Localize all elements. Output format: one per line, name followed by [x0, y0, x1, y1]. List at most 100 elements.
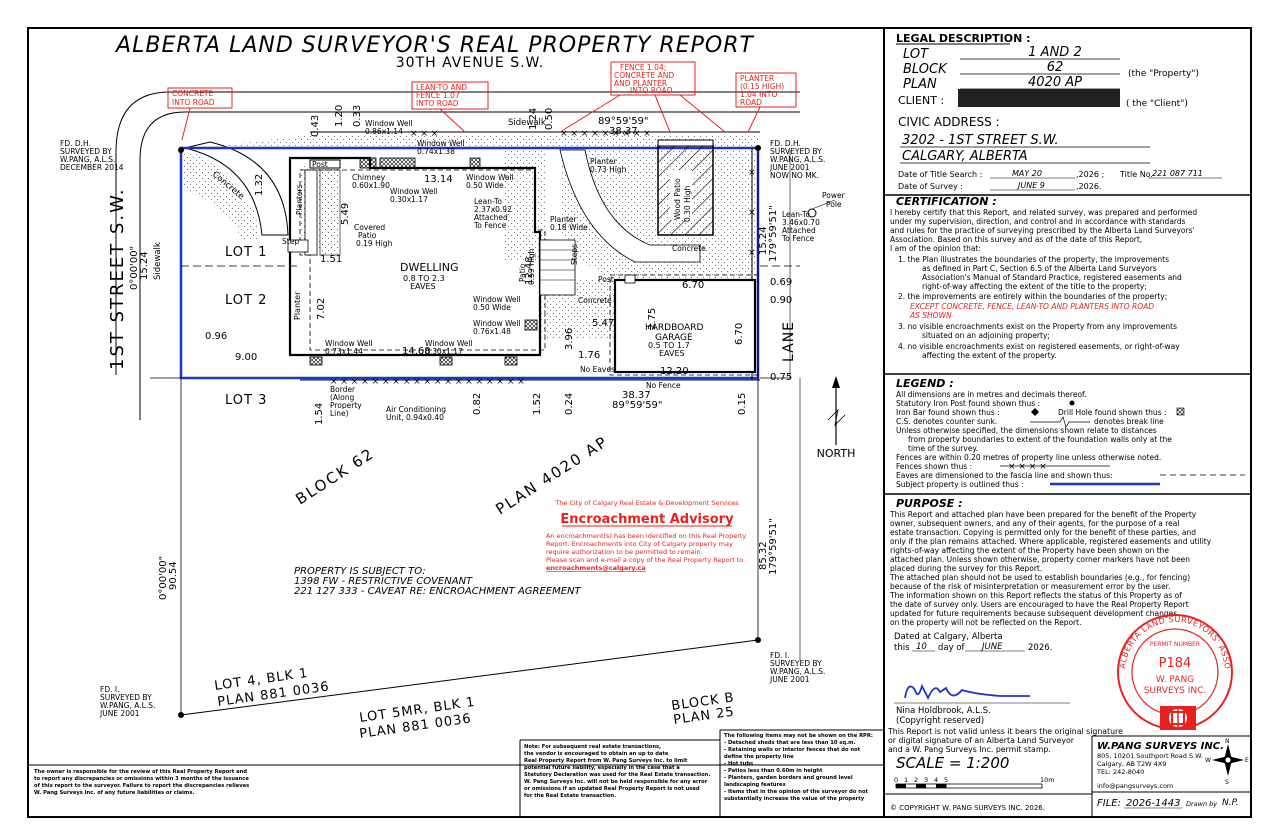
company-email[interactable]: info@pangsurveys.com [1097, 782, 1173, 790]
cert-1-line-2: as defined in Part C, Section 6.5 of the… [922, 264, 1157, 273]
title-search-date: MAY 20 [1012, 169, 1042, 178]
subseq-note-7: or omissions if an updated Real Property… [524, 786, 700, 792]
dated-year: 2026. [1028, 643, 1052, 653]
legend-line-4: Drill Hole found shown thus : [1058, 408, 1166, 417]
dwelling-label: DWELLING [400, 261, 459, 274]
callout-leanto-1: LEAN-TO AND [416, 83, 467, 92]
right-distance: 15.24 [758, 226, 769, 255]
advisory-org: The City of Calgary Real Estate & Develo… [554, 499, 739, 507]
drawn-by-label: Drawn by [1186, 800, 1217, 808]
svg-text:× × × × × × × × ×: × × × × × × × × × [560, 129, 651, 139]
road-edge-sidewalk [139, 111, 800, 375]
purpose-line-5: rights-of-way affecting the extent of th… [890, 546, 1169, 555]
lot-left-distance: 90.54 [168, 561, 179, 590]
dwelling-eaves-range: 0.8 TO 2.3 [403, 274, 445, 283]
file-label: FILE: [1097, 798, 1121, 809]
legend-line-2: Statutory Iron Post found shown thus : [896, 399, 1040, 408]
dated-at: Dated at Calgary, Alberta [894, 632, 1003, 642]
notshown-2: - Detached sheds that are less than 10 s… [724, 740, 855, 746]
survey-date-year: ,2026. [1076, 182, 1101, 191]
advisory-line-3: require authorization to be permitted to… [546, 548, 703, 556]
marker-nw-3: W.PANG, A.L.S. [60, 155, 115, 164]
dim-1-20: 1.20 [334, 105, 345, 127]
purpose-line-4: only if the plan remains attached. Where… [890, 537, 1212, 546]
title-search-label: Date of Title Search : [898, 170, 982, 179]
ww4-title: Window Well [466, 173, 514, 182]
advisory-email[interactable]: encroachments@calgary.ca [546, 564, 646, 572]
sidewalk-left-label: Sidewalk [153, 242, 163, 280]
copyright-line: © COPYRIGHT W. PANG SURVEYS INC. 2026. [890, 804, 1045, 812]
ac-1: Air Conditioning [386, 405, 446, 414]
boundary-dimensions: 89°59'59" 38.37 38.37 89°59'59" 0°00'00"… [129, 116, 779, 600]
scale-tick-3: 3 [924, 776, 928, 784]
plan-field-value: 4020 AP [1028, 75, 1082, 90]
compass-w: W [1205, 757, 1211, 764]
subseq-note-5: Statutory Declaration was used for the R… [524, 772, 710, 778]
dwelling-eaves-label: EAVES [410, 282, 436, 291]
validity-1: This Report is not valid unless it bears… [887, 727, 1123, 736]
copyright-reserved: (Copyright reserved) [896, 716, 984, 726]
dated-month: JUNE [980, 642, 1003, 652]
border-2: (Along [330, 393, 354, 402]
survey-date-value: JUNE 9 [1016, 181, 1045, 190]
owner-note-2: to report any discrepancies or omissions… [34, 776, 249, 782]
left-distance: 15.24 [139, 251, 150, 280]
ww5-size: 0.50 Wide [473, 303, 511, 312]
drawing-area: ALBERTA LAND SURVEYOR'S REAL PROPERTY RE… [28, 33, 884, 817]
north-label: NORTH [817, 447, 856, 460]
marker-ne-1: FD. D.H. [770, 139, 801, 148]
callout-concrete-1: CONCRETE [172, 89, 214, 98]
dim-13-14: 13.14 [424, 174, 453, 185]
lot-field-label: LOT [903, 47, 929, 62]
subseq-note-4: potential future liability, especially i… [524, 765, 680, 771]
cert-2-exception-2: AS SHOWN [909, 311, 952, 320]
block-62-label: BLOCK 62 [292, 444, 377, 508]
notshown-10: substantially increase the value of the … [724, 796, 865, 802]
compass-e: E [1245, 757, 1249, 764]
left-bearing: 0°00'00" [129, 246, 140, 290]
sidewalk-label: Sidewalk [508, 118, 546, 128]
legal-heading: LEGAL DESCRIPTION : [896, 32, 1031, 45]
ww6-title: Window Well [473, 319, 521, 328]
stamp-name-1: W. PANG [1156, 675, 1194, 685]
legend-line-12: Eaves are dimensioned to the fascia line… [896, 471, 1113, 480]
marker-ne-3: W.PANG, A.L.S. [770, 155, 825, 164]
dim-9-00: 9.00 [235, 352, 257, 363]
marker-sw-3: W.PANG, A.L.S. [100, 701, 155, 710]
legend-line-10: Fences are within 0.20 metres of propert… [896, 453, 1161, 462]
cert-3-line-1: 3. no visible encroachments exist on the… [898, 322, 1177, 331]
ww7-size: 0.73x1.44 [325, 347, 363, 356]
covered-patio-1: Covered [354, 223, 385, 232]
lot-right-distance: 85.32 [758, 541, 769, 570]
dim-1-76: 1.76 [578, 350, 600, 361]
purpose-line-13: on the property will not be reflected on… [890, 618, 1081, 627]
border-3: Property [330, 401, 362, 410]
legend-line-13: Subject property is outlined thus : [896, 480, 1024, 489]
border-4: Line) [330, 409, 349, 418]
subseq-note-6: W. Pang Surveys Inc. will not be held re… [524, 779, 708, 785]
scale-bar: 0 1 2 3 4 5 10m [894, 776, 1055, 789]
ww2-title: Window Well [417, 139, 465, 148]
validity-2: or digital signature of an Alberta Land … [888, 736, 1075, 745]
leanto-b-2: 3.46x0.70 [782, 218, 820, 227]
subject-line-2: 221 127 333 - CAVEAT RE: ENCROACHMENT AG… [294, 586, 582, 597]
callout-fence-3: AND PLANTER [614, 79, 667, 88]
dim-1-54: 1.54 [314, 403, 325, 425]
dim-12-48: 12.48 [524, 256, 535, 285]
dim-0-90: 0.90 [770, 295, 792, 306]
right-bearing: 179°59'51" [768, 205, 779, 262]
purpose-line-12: updated for future requirements because … [890, 609, 1177, 618]
callout-planter-1: PLANTER [740, 74, 774, 83]
planter-vertical-label: Planter [293, 291, 302, 320]
dim-3-96: 3.96 [564, 328, 575, 350]
offset-dimensions: 0.43 1.20 0.33 1.24 0.50 1.54 0.82 1.52 … [205, 105, 792, 425]
validity-3: and a W. Pang Surveys Inc. permit stamp. [888, 745, 1051, 754]
wood-patio-label-2: 0.30 High [683, 185, 692, 222]
lot-right-bearing: 179°59'51" [768, 518, 779, 575]
stamp-permit: PERMIT NUMBER [1150, 641, 1200, 648]
marker-sw-1: FD. I. [100, 685, 119, 694]
ac-2: Unit, 0.94x0.40 [386, 413, 444, 422]
cert-intro-2: under my supervision, direction, and con… [890, 217, 1186, 226]
leanto-a-4: To Fence [473, 221, 507, 230]
owner-note-1: The owner is responsible for the review … [34, 769, 247, 775]
